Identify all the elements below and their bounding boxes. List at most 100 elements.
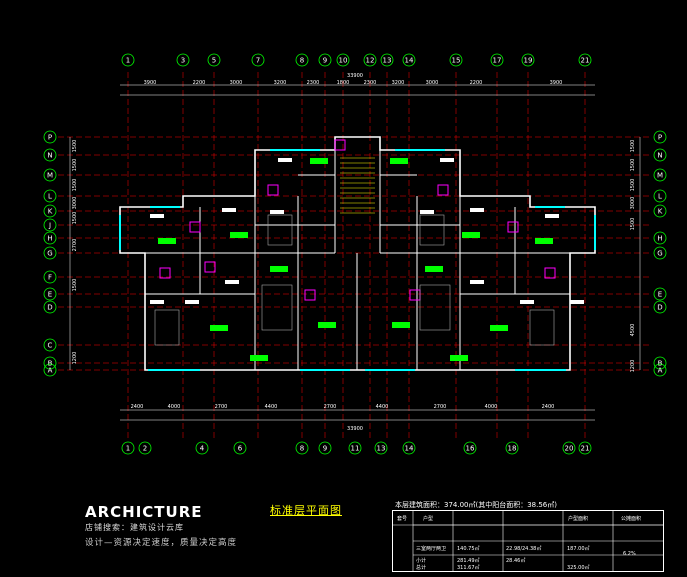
dimension-text: 2700 [324,404,337,410]
axis-bubble-label: J [48,222,51,230]
dimension-text: 2700 [215,404,228,410]
table-cell: 140.75㎡ [457,546,480,552]
axis-bubble-label: 4 [200,445,205,453]
axis-bubble-label: N [657,152,662,160]
dimension-text: 1800 [337,80,350,86]
dimension-text: 3200 [392,80,405,86]
axis-bubble-circle [363,53,377,67]
room-tag [150,214,164,218]
dimension-text: 2400 [131,404,144,410]
axis-bubble-label: D [657,304,662,312]
axis-bubble-circle [336,53,350,67]
axis-bubble-circle [43,338,57,352]
axis-bubble-label: 18 [508,445,517,453]
axis-bubble-label: 9 [323,57,327,65]
dimension-text: 1200 [72,352,78,365]
axis-bubble-circle [43,300,57,314]
axis-bubble-circle [653,130,667,144]
table-cell: 28.46㎡ [506,558,526,564]
axis-bubble-label: B [48,360,53,368]
furniture [419,214,445,246]
door [267,184,279,196]
axis-bubble-label: 12 [366,57,375,65]
area-table: 套号 户型 户型面积 公摊面积 三室两厅两卫 140.75㎡ 22.98/24.… [392,510,664,572]
room-tag [222,208,236,212]
room-label [230,232,248,238]
axis-bubble-label: 14 [405,445,414,453]
table-header-cell: 公摊面积 [621,516,642,522]
axis-bubble-label: A [48,367,53,375]
axis-bubble-label: 3 [181,57,185,65]
dimension-text: 1500 [72,179,78,192]
axis-bubble-circle [521,53,535,67]
axis-bubble-circle [251,53,265,67]
room-tag [420,210,434,214]
dimension-text: 2300 [307,80,320,86]
table-cell: 325.00㎡ [567,565,590,571]
dimension-text: 3000 [630,197,636,210]
axis-bubble-circle [449,53,463,67]
dimension-text: 4000 [485,404,498,410]
room-label [392,322,410,328]
door [544,267,556,279]
axis-bubble-circle [295,53,309,67]
axis-bubble-label: 7 [256,57,260,65]
dimension-text: 3000 [230,80,243,86]
room-tag [570,300,584,304]
dimension-text: 1500 [630,218,636,231]
axis-bubble-circle [653,231,667,245]
axis-bubble-label: N [47,152,52,160]
dimension-text: 4500 [630,324,636,337]
axis-bubble-circle [318,441,332,455]
room-label [250,355,268,361]
furniture [419,284,451,331]
axis-bubble-circle [402,53,416,67]
axis-bubble-label: L [48,193,52,201]
dimension-text: 3200 [274,80,287,86]
furniture [261,284,293,331]
axis-bubble-label: G [47,250,52,258]
furniture [154,309,180,346]
room-label [390,158,408,164]
axis-bubble-label: 5 [212,57,216,65]
room-label [318,322,336,328]
table-header-cell: 户型 [423,516,434,522]
axis-bubble-circle [43,363,57,377]
axis-bubble-label: 21 [581,57,590,65]
axis-bubble-label: M [47,172,53,180]
axis-bubble-label: 1 [126,445,130,453]
axis-bubble-circle [653,189,667,203]
area-note: 本层建筑面积：374.00㎡(其中阳台面积：38.56㎡) [395,501,557,509]
table-header-cell: 套号 [397,516,408,522]
dimension-text: 2200 [193,80,206,86]
dimension-text: 3000 [72,197,78,210]
axis-bubble-circle [348,441,362,455]
axis-bubble-label: 2 [143,445,147,453]
dimension-text: 1500 [72,159,78,172]
dimension-text: 4400 [376,404,389,410]
table-cell: 22.98/24.38㎡ [506,546,542,552]
axis-bubble-circle [176,53,190,67]
table-cell: 187.00㎡ [567,546,590,552]
room-tag [470,208,484,212]
axis-bubble-circle [653,246,667,260]
axis-bubble-label: 1 [126,57,130,65]
axis-bubble-circle [43,204,57,218]
room-tag [440,158,454,162]
dimension-text: 1500 [630,159,636,172]
axis-bubble-label: 13 [377,445,386,453]
axis-bubble-circle [43,148,57,162]
axis-bubble-circle [374,441,388,455]
axis-bubble-circle [43,287,57,301]
room-tag [470,280,484,284]
axis-bubble-circle [653,168,667,182]
axis-bubble-circle [43,246,57,260]
axis-bubble-label: 9 [323,445,327,453]
door [437,184,449,196]
room-label [270,266,288,272]
table-cell: 三室两厅两卫 [416,546,447,552]
axis-bubble-circle [295,441,309,455]
axis-bubble-label: 8 [300,445,304,453]
